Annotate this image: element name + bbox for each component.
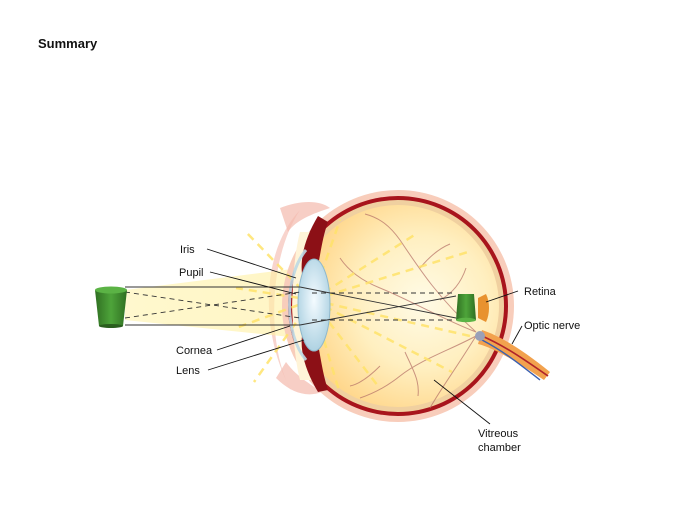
label-cornea: Cornea xyxy=(176,345,213,357)
page-title: Summary xyxy=(38,36,98,51)
object-cup-icon xyxy=(95,286,127,328)
eyelids xyxy=(268,202,330,395)
label-pupil: Pupil xyxy=(179,267,203,279)
label-lens: Lens xyxy=(176,365,200,377)
cornea xyxy=(288,249,308,361)
label-retina: Retina xyxy=(524,286,557,298)
label-chamber: chamber xyxy=(478,442,521,454)
lens xyxy=(297,258,331,352)
vitreous-chamber xyxy=(297,205,499,407)
label-optic-nerve: Optic nerve xyxy=(524,320,580,332)
light-beam xyxy=(125,268,300,338)
retina-image-cup-icon xyxy=(456,294,476,323)
dashed-rays xyxy=(124,291,456,321)
label-iris: Iris xyxy=(180,244,195,256)
leader-lines xyxy=(206,248,523,425)
optic-nerve xyxy=(475,294,550,381)
label-vitreous: Vitreous xyxy=(478,428,519,440)
